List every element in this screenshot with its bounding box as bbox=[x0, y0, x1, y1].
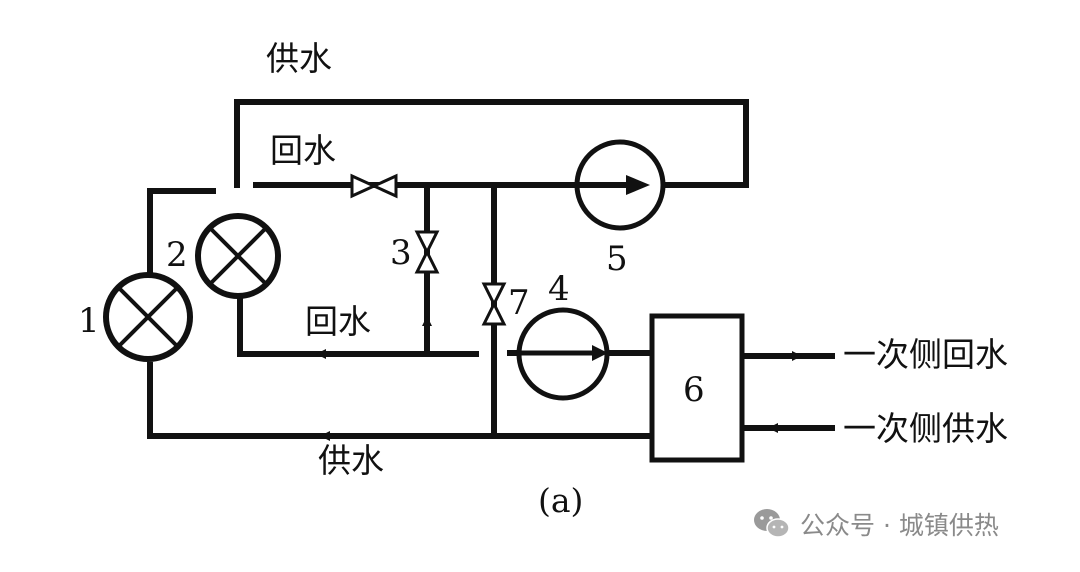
watermark: 公众号 · 城镇供热 bbox=[752, 504, 999, 544]
wechat-icon bbox=[754, 509, 790, 538]
label-pump-2: 2 bbox=[166, 235, 188, 275]
pump-2-icon bbox=[195, 213, 281, 299]
label-supply-bottom: 供水 bbox=[318, 441, 384, 480]
label-primary-return: 一次侧回水 bbox=[843, 335, 1008, 374]
valve-top-icon bbox=[350, 173, 398, 199]
pump-4-icon bbox=[516, 307, 610, 401]
heat-exchanger-6 bbox=[649, 313, 745, 463]
label-primary-supply: 一次侧供水 bbox=[843, 409, 1008, 448]
pump-5-icon bbox=[574, 139, 666, 231]
label-return-mid: 回水 bbox=[305, 302, 371, 341]
watermark-text: 公众号 · 城镇供热 bbox=[800, 511, 999, 540]
pump1-inlet-pipe bbox=[147, 188, 216, 273]
label-supply-top: 供水 bbox=[266, 39, 332, 78]
label-valve-7: 7 bbox=[508, 283, 530, 323]
return-pipe-mid bbox=[237, 290, 479, 357]
pump-1-icon bbox=[103, 272, 193, 362]
label-pump-1: 1 bbox=[78, 301, 100, 341]
caption: (a) bbox=[538, 481, 583, 520]
label-return-top: 回水 bbox=[270, 131, 336, 170]
label-pump-4: 4 bbox=[548, 269, 570, 309]
label-valve-3: 3 bbox=[390, 233, 412, 273]
supply-pipe-bottom bbox=[147, 362, 655, 439]
label-pump-5: 5 bbox=[606, 239, 628, 279]
label-exchanger-6: 6 bbox=[683, 370, 705, 410]
valve-3-icon bbox=[414, 230, 440, 274]
valve-7-icon bbox=[481, 282, 507, 326]
